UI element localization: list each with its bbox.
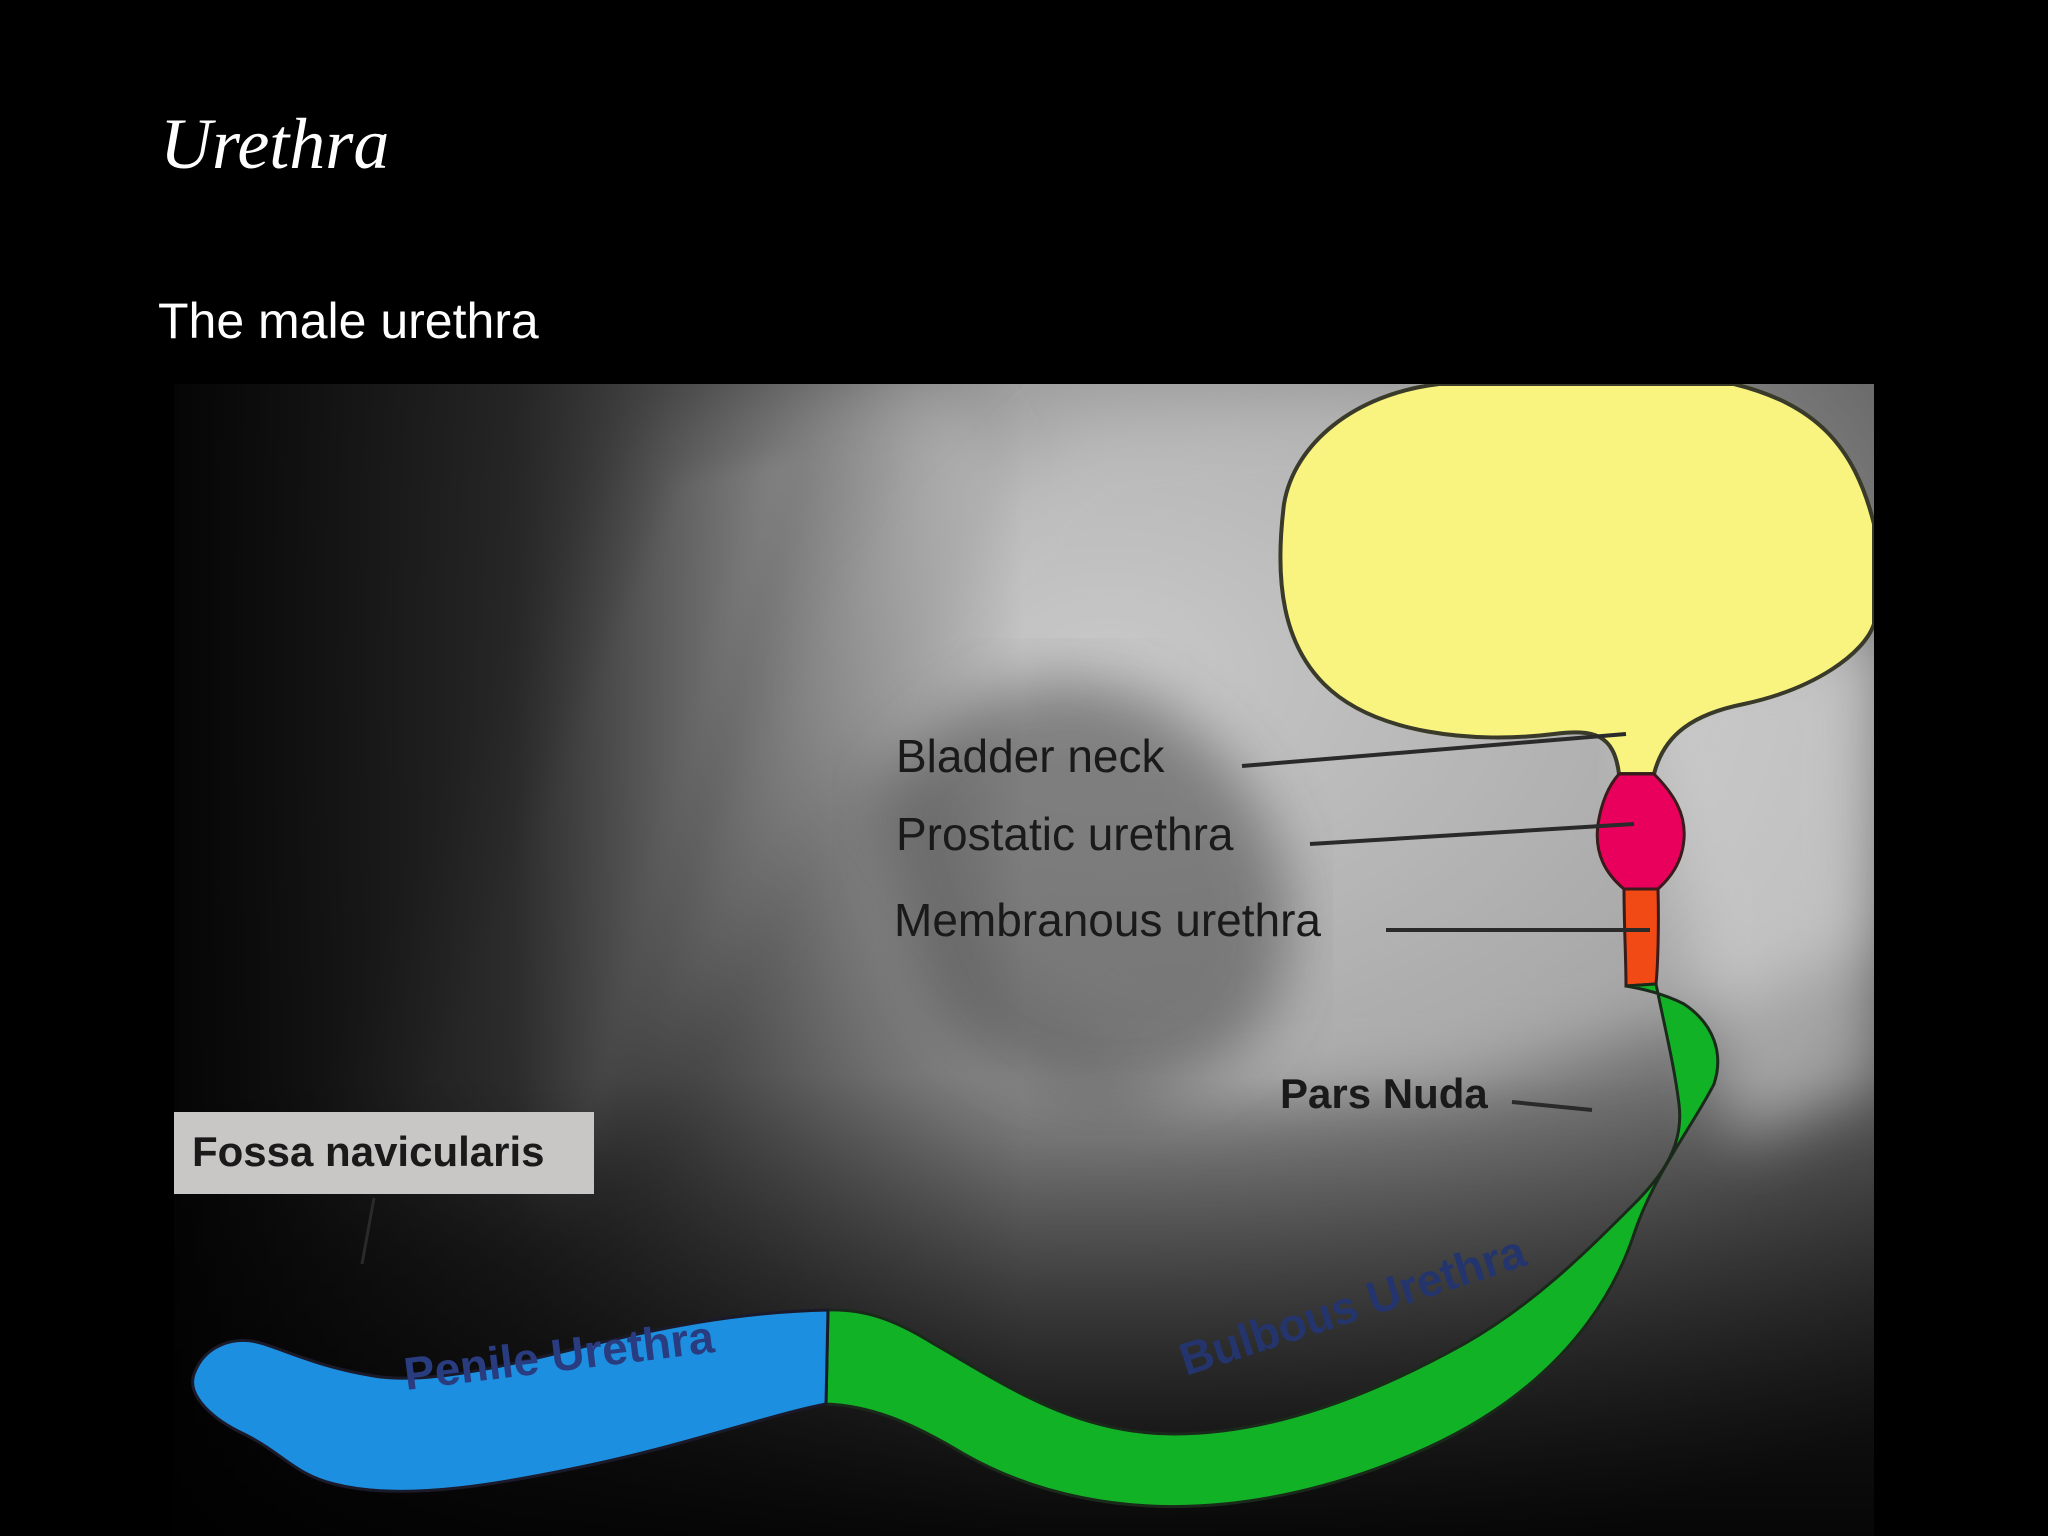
bladder-shape: [1278, 384, 1874, 776]
fossa-label-box: [174, 1112, 594, 1194]
prostatic-leader: [1309, 822, 1635, 846]
label-fossa-navicularis: Fossa navicularis: [192, 1128, 545, 1175]
slide-title: Urethra: [160, 104, 390, 184]
slide-subtitle: The male urethra: [158, 293, 539, 349]
pars-nuda-leader: [1511, 1100, 1593, 1112]
label-bladder-neck: Bladder neck: [896, 730, 1165, 782]
penile-segment: [191, 1308, 830, 1493]
label-membranous-urethra: Membranous urethra: [894, 894, 1321, 946]
urethrogram-figure: Bladder neck Prostatic urethra Membranou…: [174, 384, 1874, 1536]
bladder-neck-leader: [1241, 732, 1627, 768]
fossa-leader: [360, 1197, 376, 1265]
bulbous-segment: [824, 982, 1720, 1509]
label-pars-nuda: Pars Nuda: [1280, 1070, 1488, 1117]
urethra-diagram: Bladder neck Prostatic urethra Membranou…: [174, 384, 1874, 1536]
label-prostatic-urethra: Prostatic urethra: [896, 808, 1234, 860]
membranous-segment: [1622, 887, 1660, 988]
